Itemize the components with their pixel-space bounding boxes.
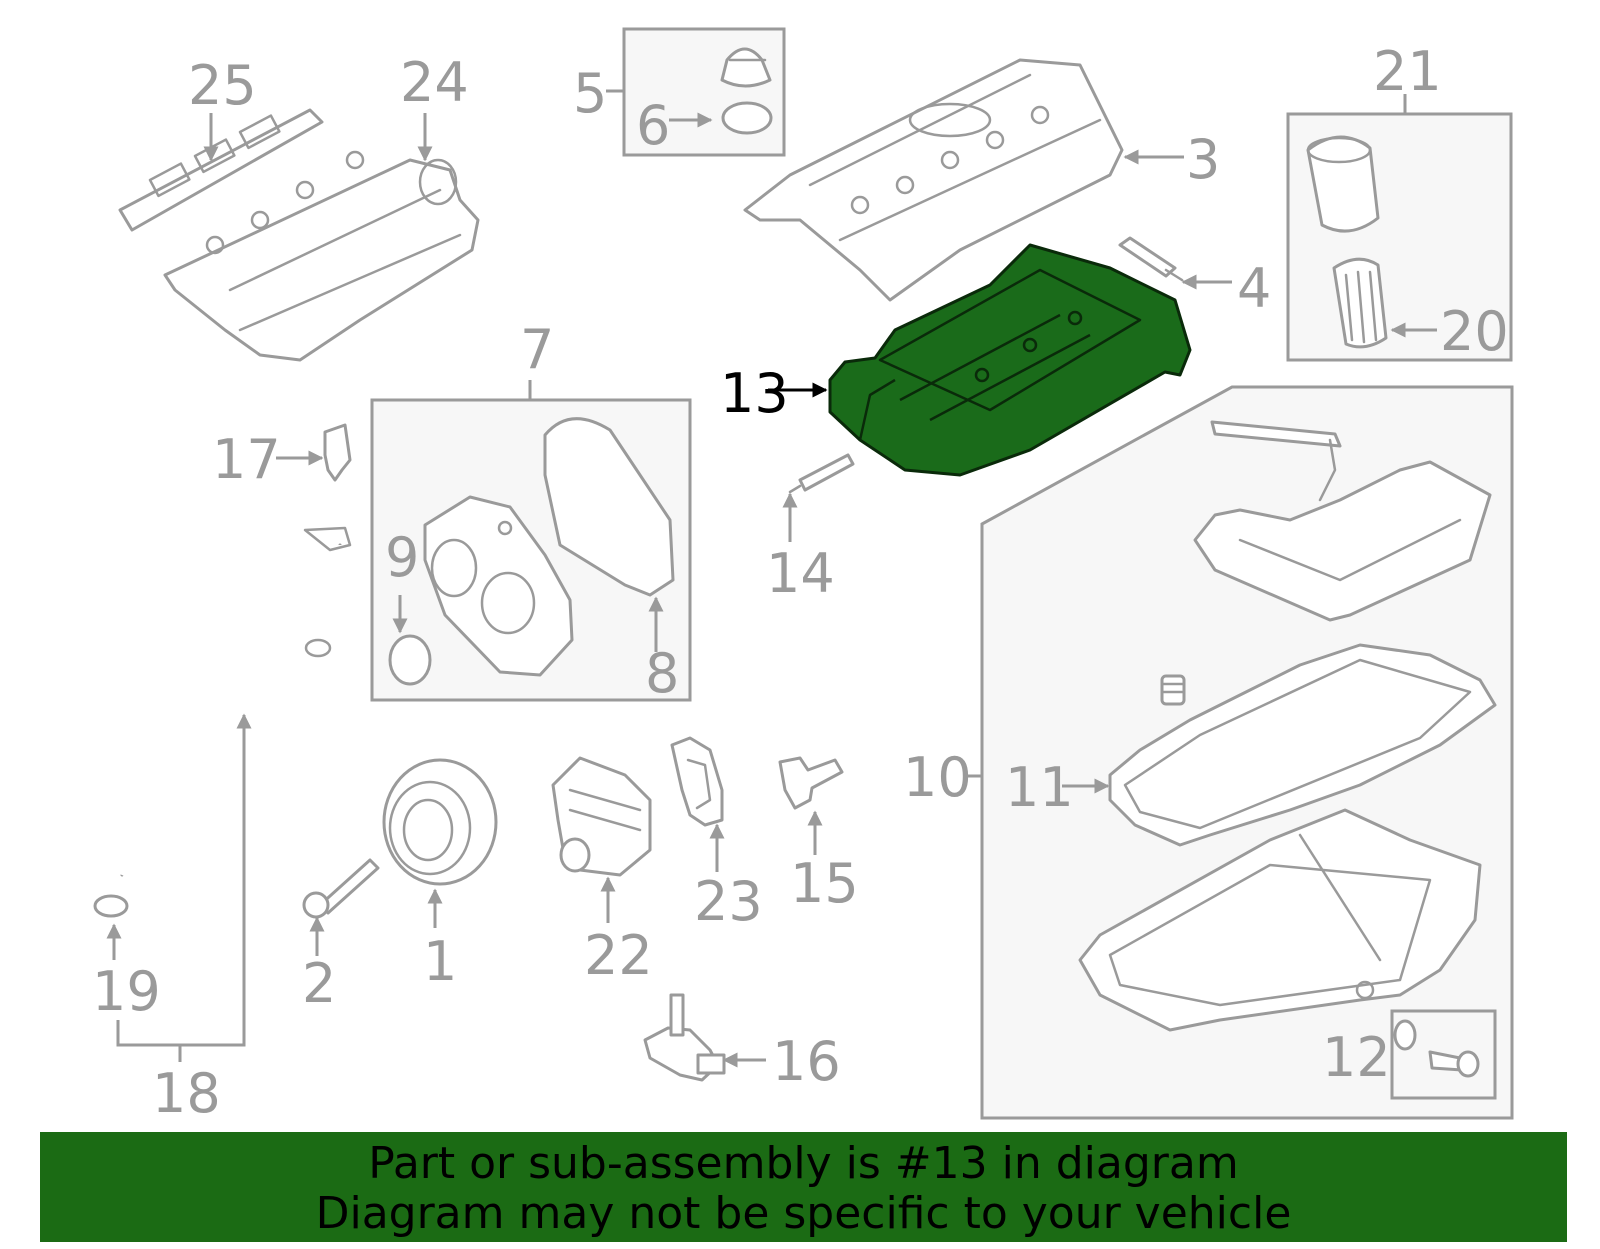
label-22: 22: [584, 924, 653, 987]
label-23: 23: [694, 870, 763, 933]
label-7: 7: [520, 318, 554, 381]
group-box-5: [622, 27, 786, 157]
label-12: 12: [1322, 1026, 1391, 1089]
label-8: 8: [645, 642, 679, 705]
label-17: 17: [212, 428, 281, 491]
banner-line-1: Part or sub-assembly is #13 in diagram: [368, 1138, 1239, 1189]
part-6-seal[interactable]: [721, 101, 773, 135]
part-20-oil-filter-element[interactable]: [1332, 257, 1388, 349]
label-18: 18: [152, 1062, 221, 1125]
label-20: 20: [1440, 300, 1509, 363]
part-10-oil-pan-lower[interactable]: [1078, 808, 1482, 1032]
info-banner: Part or sub-assembly is #13 in diagram D…: [40, 1132, 1567, 1242]
label-6: 6: [636, 94, 670, 157]
part-16-sensor[interactable]: [643, 993, 726, 1082]
part-4-sealant[interactable]: [1118, 236, 1184, 282]
label-19: 19: [92, 960, 161, 1023]
label-2: 2: [302, 952, 336, 1015]
part-5-filler-cap[interactable]: [720, 47, 772, 88]
part-12-drain-plug[interactable]: [1393, 1019, 1480, 1078]
part-8-gasket[interactable]: [543, 417, 675, 597]
part-22-oil-cooler[interactable]: [551, 756, 652, 877]
part-2-bolt[interactable]: [302, 858, 380, 919]
label-3: 3: [1186, 128, 1220, 191]
label-24: 24: [400, 51, 469, 114]
part-21-oil-filter-housing[interactable]: [1306, 135, 1380, 233]
part-11-gasket[interactable]: [1108, 643, 1497, 847]
label-21: 21: [1373, 40, 1442, 103]
part-24-manifold[interactable]: [163, 150, 480, 362]
part-13-highlighted[interactable]: [828, 243, 1192, 477]
label-25: 25: [188, 54, 257, 117]
part-17-sensor[interactable]: [323, 423, 352, 482]
label-14: 14: [766, 542, 835, 605]
part-18-dipstick-tube[interactable]: [119, 526, 352, 877]
part-10-oil-pan-upper[interactable]: [1193, 420, 1492, 622]
label-5: 5: [573, 62, 607, 125]
label-4: 4: [1237, 257, 1271, 320]
part-14-sealant[interactable]: [788, 453, 855, 494]
label-13: 13: [720, 362, 789, 425]
part-19-seal[interactable]: [93, 894, 129, 918]
label-11: 11: [1005, 756, 1074, 819]
part-3-valve-cover[interactable]: [743, 58, 1124, 302]
label-16: 16: [772, 1030, 841, 1093]
plug-icon: [1160, 674, 1186, 706]
part-9-seal[interactable]: [388, 634, 432, 686]
label-10: 10: [903, 746, 972, 809]
label-1: 1: [423, 930, 457, 993]
part-23-gasket[interactable]: [670, 736, 724, 827]
part-25-gasket[interactable]: [118, 108, 324, 232]
banner-line-2: Diagram may not be specific to your vehi…: [315, 1188, 1292, 1239]
label-15: 15: [790, 852, 859, 915]
part-1-pulley[interactable]: [382, 758, 498, 886]
label-9: 9: [385, 526, 419, 589]
part-7-timing-cover[interactable]: [423, 495, 574, 677]
part-15-sensor[interactable]: [778, 756, 844, 810]
